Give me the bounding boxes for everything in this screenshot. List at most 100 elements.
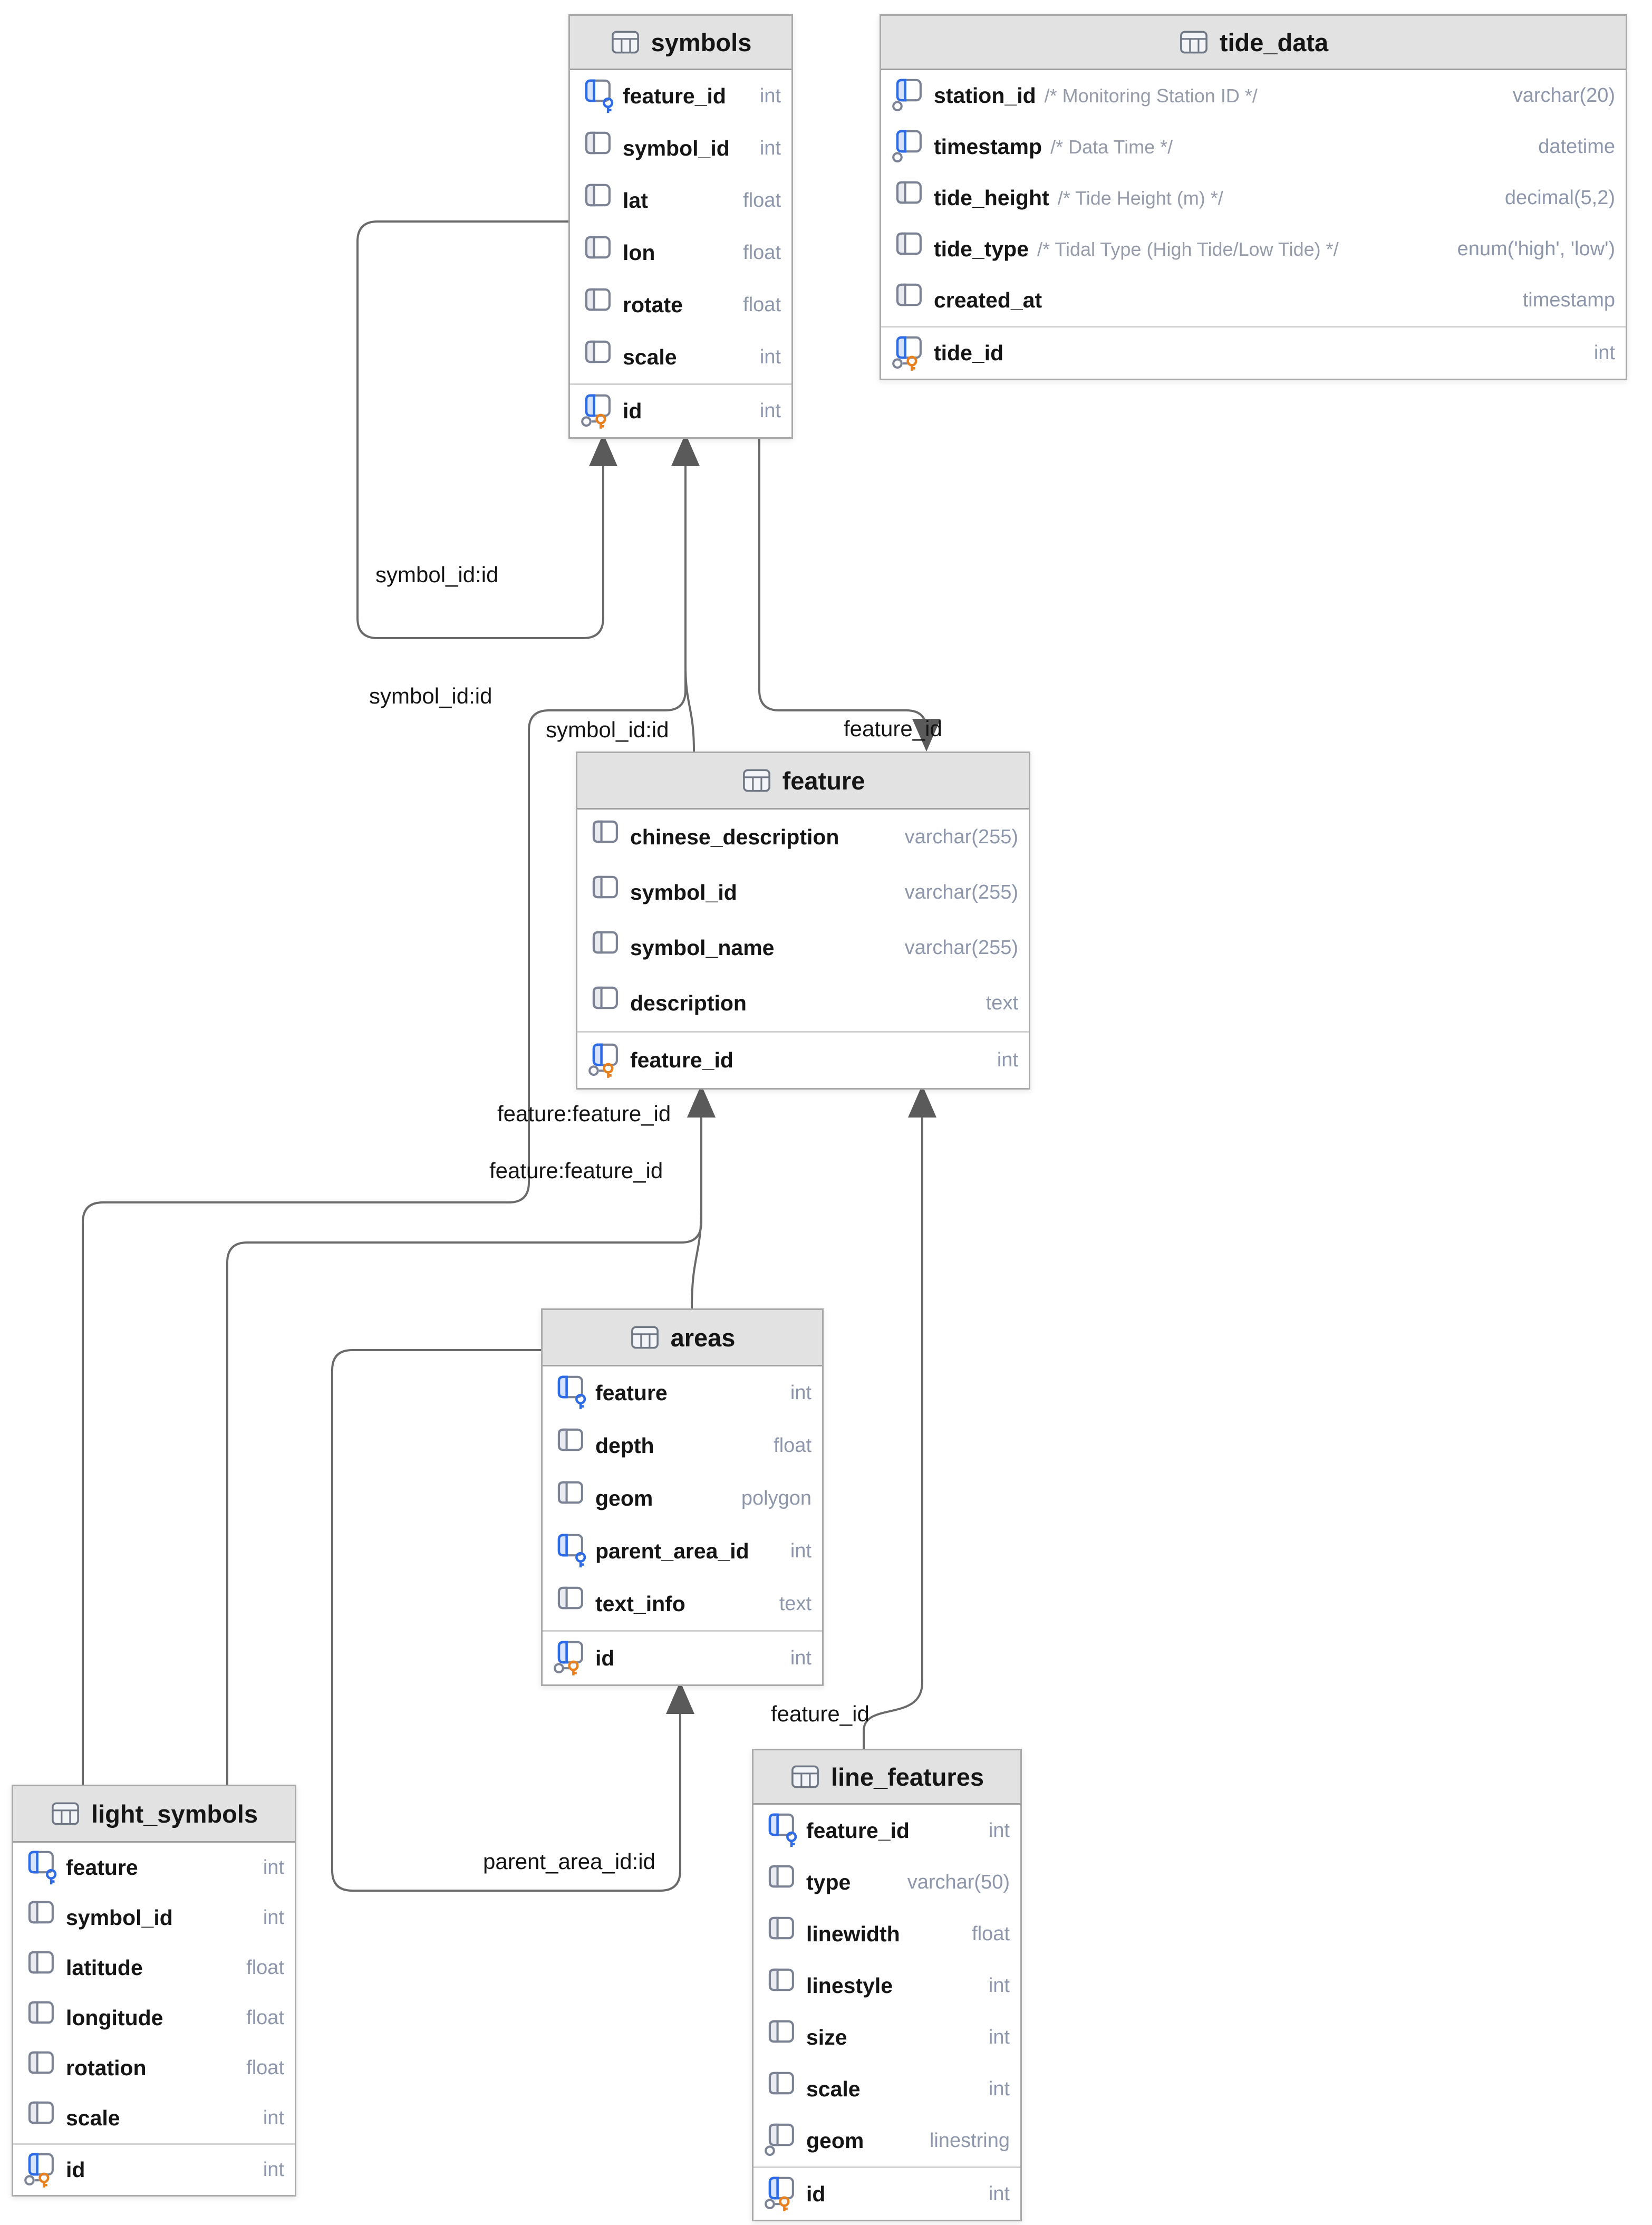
table-tide_data[interactable]: tide_data station_id /* Monitoring Stati… bbox=[880, 14, 1627, 380]
column-feature-chinese_description[interactable]: chinese_description varchar(255) bbox=[577, 810, 1029, 865]
column-type: int bbox=[790, 1381, 811, 1404]
table-header[interactable]: light_symbols bbox=[13, 1786, 295, 1843]
relationship-label: symbol_id:id bbox=[546, 717, 669, 742]
column-feature-symbol_name[interactable]: symbol_name varchar(255) bbox=[577, 920, 1029, 976]
column-symbols-lon[interactable]: lon float bbox=[570, 227, 791, 279]
column-tide_data-tide_id[interactable]: tide_id int bbox=[881, 326, 1626, 379]
column-name: id bbox=[806, 2181, 826, 2206]
column-name: linestyle bbox=[806, 1973, 893, 1998]
column-name: feature_id bbox=[623, 84, 726, 108]
column-line_features-linewidth[interactable]: linewidth float bbox=[753, 1908, 1020, 1960]
column-type: varchar(255) bbox=[904, 937, 1018, 959]
relationship-line-symbols.symbol_id-symbols.id[interactable] bbox=[356, 220, 604, 639]
relationship-line-light_symbols.symbol_id-symbols.id[interactable] bbox=[82, 466, 687, 1785]
column-feature-description[interactable]: description text bbox=[577, 976, 1029, 1031]
column-icon bbox=[553, 1427, 587, 1465]
table-header[interactable]: feature bbox=[577, 753, 1029, 810]
column-tide_data-station_id[interactable]: station_id /* Monitoring Station ID */ v… bbox=[881, 70, 1626, 121]
column-symbols-rotate[interactable]: rotate float bbox=[570, 279, 791, 331]
table-icon bbox=[1178, 29, 1209, 55]
table-header[interactable]: areas bbox=[543, 1310, 822, 1366]
relationship-line-areas.feature-feature.feature_id[interactable] bbox=[691, 1117, 702, 1309]
column-areas-text_info[interactable]: text_info text bbox=[543, 1577, 822, 1630]
column-areas-depth[interactable]: depth float bbox=[543, 1419, 822, 1472]
indexed-column-icon bbox=[892, 77, 925, 115]
table-header[interactable]: tide_data bbox=[881, 16, 1626, 70]
primary-key-icon bbox=[892, 334, 925, 372]
column-symbols-scale[interactable]: scale int bbox=[570, 331, 791, 383]
column-light_symbols-longitude[interactable]: longitude float bbox=[13, 1993, 295, 2043]
relationship-label: symbol_id:id bbox=[375, 562, 499, 587]
column-name: size bbox=[806, 2025, 847, 2049]
column-symbols-lat[interactable]: lat float bbox=[570, 175, 791, 227]
column-icon bbox=[581, 286, 614, 324]
column-light_symbols-scale[interactable]: scale int bbox=[13, 2093, 295, 2143]
column-symbols-symbol_id[interactable]: symbol_id int bbox=[570, 122, 791, 175]
table-light_symbols[interactable]: light_symbols feature int symbol_id int … bbox=[12, 1785, 296, 2197]
column-type: varchar(255) bbox=[904, 881, 1018, 903]
column-icon bbox=[588, 929, 622, 967]
column-line_features-scale[interactable]: scale int bbox=[753, 2063, 1020, 2115]
column-name: depth bbox=[595, 1433, 654, 1458]
table-title: feature bbox=[782, 766, 865, 795]
column-line_features-geom[interactable]: geom linestring bbox=[753, 2115, 1020, 2166]
column-tide_data-timestamp[interactable]: timestamp /* Data Time */ datetime bbox=[881, 121, 1626, 172]
column-type: int bbox=[790, 1539, 811, 1562]
table-symbols[interactable]: symbols feature_id int symbol_id int lat… bbox=[568, 14, 793, 439]
table-areas[interactable]: areas feature int depth float geom polyg… bbox=[541, 1308, 824, 1686]
column-type: int bbox=[263, 2159, 284, 2181]
column-type: float bbox=[972, 1922, 1010, 1945]
table-icon bbox=[741, 767, 772, 794]
primary-key-icon bbox=[588, 1042, 622, 1080]
column-tide_data-tide_height[interactable]: tide_height /* Tide Height (m) */ decima… bbox=[881, 172, 1626, 224]
column-type: int bbox=[988, 2182, 1010, 2205]
column-name: id bbox=[623, 399, 642, 423]
column-symbols-feature_id[interactable]: feature_id int bbox=[570, 70, 791, 122]
column-name: lat bbox=[623, 188, 648, 213]
column-type: text bbox=[986, 992, 1018, 1014]
column-type: float bbox=[774, 1434, 811, 1457]
column-name: text_info bbox=[595, 1591, 685, 1616]
column-feature-feature_id[interactable]: feature_id int bbox=[577, 1031, 1029, 1088]
table-columns: station_id /* Monitoring Station ID */ v… bbox=[881, 70, 1626, 379]
column-line_features-feature_id[interactable]: feature_id int bbox=[753, 1805, 1020, 1856]
column-line_features-linestyle[interactable]: linestyle int bbox=[753, 1960, 1020, 2011]
column-name: longitude bbox=[66, 2006, 163, 2030]
column-tide_data-created_at[interactable]: created_at timestamp bbox=[881, 275, 1626, 326]
foreign-key-icon bbox=[24, 1849, 57, 1887]
column-name: geom bbox=[806, 2128, 864, 2153]
column-feature-symbol_id[interactable]: symbol_id varchar(255) bbox=[577, 865, 1029, 920]
column-light_symbols-rotation[interactable]: rotation float bbox=[13, 2043, 295, 2093]
column-line_features-type[interactable]: type varchar(50) bbox=[753, 1856, 1020, 1908]
relationship-line-feature.symbol_id-symbols.id[interactable] bbox=[684, 466, 695, 752]
column-type: int bbox=[759, 137, 781, 159]
table-title: line_features bbox=[831, 1762, 984, 1791]
column-light_symbols-feature[interactable]: feature int bbox=[13, 1843, 295, 1893]
relationship-label: feature:feature_id bbox=[489, 1158, 663, 1183]
column-icon bbox=[24, 1899, 57, 1937]
relationship-line-symbols.feature_id-feature.feature_id[interactable] bbox=[758, 434, 928, 731]
relationship-label: feature_id bbox=[771, 1701, 870, 1726]
column-areas-geom[interactable]: geom polygon bbox=[543, 1472, 822, 1525]
table-header[interactable]: symbols bbox=[570, 16, 791, 70]
column-line_features-id[interactable]: id int bbox=[753, 2166, 1020, 2220]
relationship-line-line_features.feature_id-feature.feature_id[interactable] bbox=[863, 1117, 923, 1749]
column-areas-feature[interactable]: feature int bbox=[543, 1366, 822, 1419]
column-type: varchar(50) bbox=[907, 1871, 1010, 1893]
column-type: enum('high', 'low') bbox=[1457, 238, 1615, 260]
column-name: timestamp bbox=[934, 134, 1042, 159]
column-light_symbols-id[interactable]: id int bbox=[13, 2143, 295, 2195]
table-feature[interactable]: feature chinese_description varchar(255)… bbox=[576, 752, 1030, 1090]
table-header[interactable]: line_features bbox=[753, 1750, 1020, 1805]
column-light_symbols-symbol_id[interactable]: symbol_id int bbox=[13, 1893, 295, 1943]
column-name: rotation bbox=[66, 2056, 147, 2080]
column-light_symbols-latitude[interactable]: latitude float bbox=[13, 1943, 295, 1993]
column-symbols-id[interactable]: id int bbox=[570, 383, 791, 437]
table-line_features[interactable]: line_features feature_id int type varcha… bbox=[752, 1749, 1022, 2221]
column-line_features-size[interactable]: size int bbox=[753, 2011, 1020, 2063]
column-areas-parent_area_id[interactable]: parent_area_id int bbox=[543, 1525, 822, 1577]
column-tide_data-tide_type[interactable]: tide_type /* Tidal Type (High Tide/Low T… bbox=[881, 224, 1626, 275]
column-areas-id[interactable]: id int bbox=[543, 1630, 822, 1684]
relationship-line-areas.parent_area_id-areas.id[interactable] bbox=[331, 1349, 681, 1892]
